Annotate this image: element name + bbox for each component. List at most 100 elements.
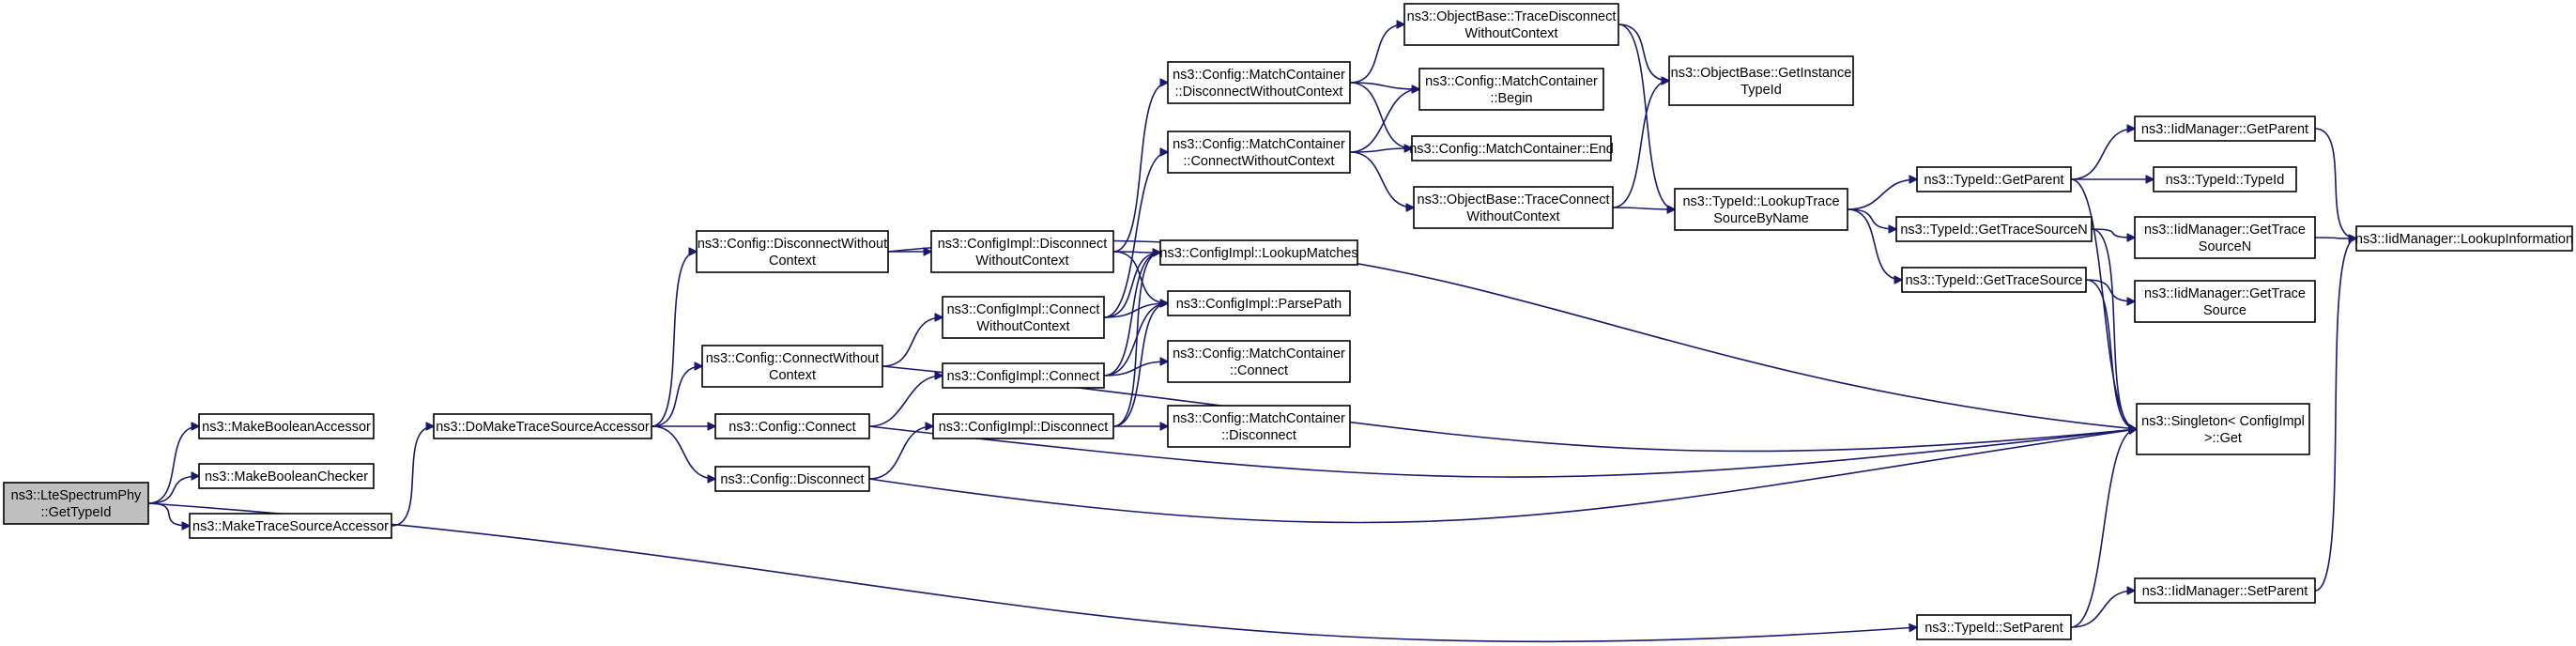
edge-lte-gettypeid-to-make-trace-accessor	[147, 502, 190, 526]
node-box	[198, 413, 375, 439]
node-cfg-connect[interactable]: ns3::Config::Connect	[714, 413, 870, 439]
node-iid-get-trace[interactable]: ns3::IidManager::GetTraceSource	[2134, 280, 2316, 323]
node-box	[198, 463, 375, 489]
node-label: ::ConnectWithoutContext	[1183, 154, 1334, 169]
node-ob-trace-connect-wo[interactable]: ns3::ObjectBase::TraceConnectWithoutCont…	[1413, 186, 1614, 229]
node-label: ns3::TypeId::GetParent	[1924, 173, 2063, 188]
node-label: ns3::Config::MatchContainer::End	[1409, 142, 1614, 157]
node-box	[2153, 166, 2297, 192]
node-box	[2134, 577, 2316, 604]
node-mc-begin[interactable]: ns3::Config::MatchContainer::Begin	[1418, 68, 1604, 111]
edge-impl-disconnect-wo-to-impl-parse-path	[1112, 251, 1168, 303]
node-box	[1403, 3, 1619, 46]
node-label: WithoutContext	[1466, 209, 1559, 224]
node-label: ns3::ConfigImpl::Connect	[947, 369, 1100, 384]
edge-lte-gettypeid-to-make-bool-checker	[147, 476, 199, 504]
node-label: ::Connect	[1230, 363, 1288, 378]
node-make-trace-accessor[interactable]: ns3::MakeTraceSourceAccessor	[189, 513, 392, 539]
node-label: SourceN	[2199, 239, 2251, 254]
node-cfg-connect-wo[interactable]: ns3::Config::ConnectWithoutContext	[701, 345, 883, 388]
edge-impl-connect-to-impl-parse-path	[1103, 303, 1168, 377]
edge-typeid-get-trace-to-iid-get-trace	[2085, 279, 2135, 301]
node-label: ::DisconnectWithoutContext	[1175, 85, 1343, 100]
node-impl-parse-path[interactable]: ns3::ConfigImpl::ParsePath	[1167, 290, 1351, 316]
node-label: ns3::ConfigImpl::ParsePath	[1176, 297, 1342, 312]
node-box	[1895, 216, 2093, 242]
node-label: ns3::Config::ConnectWithout	[706, 351, 880, 366]
edge-mc-disconnect-wo-to-mc-end	[1349, 82, 1412, 148]
node-iid-set-parent[interactable]: ns3::IidManager::SetParent	[2134, 577, 2316, 604]
node-label: ns3::Config::MatchContainer	[1173, 346, 1345, 361]
node-box	[1167, 405, 1351, 448]
node-typeid-typeid[interactable]: ns3::TypeId::TypeId	[2153, 166, 2297, 192]
node-mc-disconnect[interactable]: ns3::Config::MatchContainer::Disconnect	[1167, 405, 1351, 448]
edge-ob-trace-disconnect-wo-to-typeid-lookup-trace	[1618, 23, 1675, 209]
node-singleton-get[interactable]: ns3::Singleton< ConfigImpl >::Get	[2136, 403, 2310, 455]
edge-impl-connect-wo-to-impl-lookup-matches	[1103, 253, 1160, 318]
node-do-make-trace[interactable]: ns3::DoMakeTraceSourceAccessor	[433, 413, 652, 439]
node-impl-connect-wo[interactable]: ns3::ConfigImpl::ConnectWithoutContext	[942, 296, 1105, 339]
node-label: ns3::IidManager::GetTrace	[2144, 286, 2306, 301]
node-mc-connect[interactable]: ns3::Config::MatchContainer::Connect	[1167, 340, 1351, 383]
node-label: ns3::ConfigImpl::LookupMatches	[1159, 246, 1357, 261]
node-iid-get-parent[interactable]: ns3::IidManager::GetParent	[2134, 115, 2316, 142]
node-label: ns3::IidManager::LookupInformation	[2355, 232, 2573, 247]
edge-typeid-lookup-trace-to-typeid-get-trace-n	[1847, 208, 1896, 229]
edge-cfg-disconnect-to-impl-disconnect	[868, 426, 933, 480]
node-box	[3, 482, 149, 525]
node-mc-end[interactable]: ns3::Config::MatchContainer::End	[1409, 135, 1614, 162]
node-label: WithoutContext	[975, 254, 1068, 269]
node-label: ns3::TypeId::GetTraceSource	[1906, 273, 2083, 288]
node-box	[433, 413, 652, 439]
node-ob-trace-disconnect-wo[interactable]: ns3::ObjectBase::TraceDisconnectWithoutC…	[1403, 3, 1619, 46]
node-label: Source	[2203, 303, 2246, 318]
edge-mc-connect-wo-to-ob-trace-connect-wo	[1349, 151, 1414, 208]
node-label: ns3::DoMakeTraceSourceAccessor	[436, 420, 650, 435]
node-label: ns3::TypeId::LookupTrace	[1682, 194, 1839, 209]
node-label: ns3::ObjectBase::GetInstance	[1671, 66, 1852, 81]
node-label: ns3::ConfigImpl::Disconnect	[938, 237, 1108, 252]
edge-impl-disconnect-wo-to-impl-lookup-matches	[1112, 252, 1160, 253]
node-make-bool-accessor[interactable]: ns3::MakeBooleanAccessor	[198, 413, 375, 439]
node-iid-lookup-info[interactable]: ns3::IidManager::LookupInformation	[2355, 225, 2573, 252]
node-label: ns3::Config::MatchContainer	[1173, 137, 1345, 152]
node-impl-lookup-matches[interactable]: ns3::ConfigImpl::LookupMatches	[1159, 239, 1358, 266]
edge-do-make-trace-to-cfg-disconnect-wo	[651, 252, 697, 427]
node-cfg-disconnect[interactable]: ns3::Config::Disconnect	[714, 466, 870, 492]
node-box	[714, 413, 870, 439]
edge-typeid-lookup-trace-to-typeid-get-trace	[1847, 208, 1902, 280]
node-impl-disconnect[interactable]: ns3::ConfigImpl::Disconnect	[932, 413, 1114, 439]
node-typeid-set-parent[interactable]: ns3::TypeId::SetParent	[1916, 614, 2072, 640]
node-typeid-get-trace[interactable]: ns3::TypeId::GetTraceSource	[1901, 267, 2087, 293]
edge-do-make-trace-to-cfg-connect-wo	[651, 366, 702, 427]
node-typeid-get-trace-n[interactable]: ns3::TypeId::GetTraceSourceN	[1895, 216, 2093, 242]
node-label: ns3::ObjectBase::TraceConnect	[1418, 192, 1610, 208]
node-label: TypeId	[1740, 83, 1782, 98]
node-label: ns3::IidManager::GetTrace	[2144, 223, 2306, 238]
node-cfg-disconnect-wo[interactable]: ns3::Config::DisconnectWithoutContext	[696, 230, 889, 273]
edge-ob-trace-connect-wo-to-ob-get-instance-typeid	[1612, 81, 1669, 208]
node-mc-connect-wo[interactable]: ns3::Config::MatchContainer::ConnectWith…	[1167, 131, 1351, 174]
node-make-bool-checker[interactable]: ns3::MakeBooleanChecker	[198, 463, 375, 489]
node-label: Context	[769, 254, 816, 269]
edge-impl-connect-wo-to-mc-connect-wo	[1103, 152, 1168, 318]
edge-impl-disconnect-wo-to-mc-disconnect-wo	[1112, 83, 1168, 253]
node-iid-get-trace-n[interactable]: ns3::IidManager::GetTraceSourceN	[2134, 216, 2316, 259]
node-label: ns3::Singleton< ConfigImpl	[2141, 414, 2305, 429]
edge-mc-disconnect-wo-to-mc-begin	[1349, 82, 1419, 89]
node-lte-gettypeid[interactable]: ns3::LteSpectrumPhy::GetTypeId	[3, 482, 149, 525]
node-box	[2136, 403, 2310, 455]
node-typeid-get-parent[interactable]: ns3::TypeId::GetParent	[1916, 166, 2072, 192]
edge-iid-set-parent-to-iid-lookup-info	[2314, 238, 2356, 592]
node-impl-disconnect-wo[interactable]: ns3::ConfigImpl::DisconnectWithoutContex…	[930, 230, 1114, 273]
node-box	[1159, 239, 1358, 266]
node-mc-disconnect-wo[interactable]: ns3::Config::MatchContainer::DisconnectW…	[1167, 61, 1351, 104]
node-impl-connect[interactable]: ns3::ConfigImpl::Connect	[942, 362, 1105, 389]
node-label: >::Get	[2204, 431, 2242, 446]
node-label: ns3::Config::MatchContainer	[1173, 411, 1345, 426]
edge-impl-connect-to-mc-connect	[1103, 361, 1168, 377]
edge-layer	[147, 23, 2356, 643]
edge-mc-connect-wo-to-mc-begin	[1349, 89, 1419, 153]
